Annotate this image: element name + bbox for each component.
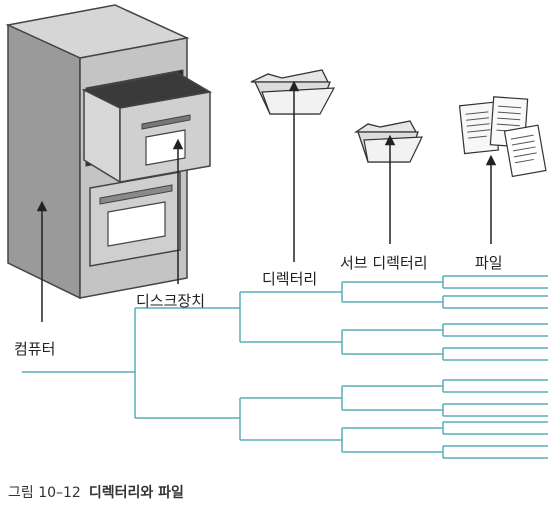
subdirectory-folder-icon [353, 120, 423, 163]
hierarchy-tree [22, 275, 548, 459]
caption-title: 디렉터리와 파일 [88, 485, 184, 501]
file-documents-icon [458, 96, 547, 178]
caption-number: 그림 10–12 [8, 485, 81, 501]
computer-label: 컴퓨터 [14, 340, 56, 358]
file-label: 파일 [475, 254, 503, 272]
directory-label: 디렉터리 [262, 270, 318, 288]
subdirectory-label: 서브 디렉터리 [340, 254, 428, 272]
figure-caption: 그림 10–12 디렉터리와 파일 [8, 482, 184, 502]
disk-label: 디스크장치 [136, 292, 206, 310]
pointer-arrows [36, 80, 497, 322]
directory-folder-icon [250, 69, 336, 115]
computer-cabinet-illustration [5, 4, 213, 300]
